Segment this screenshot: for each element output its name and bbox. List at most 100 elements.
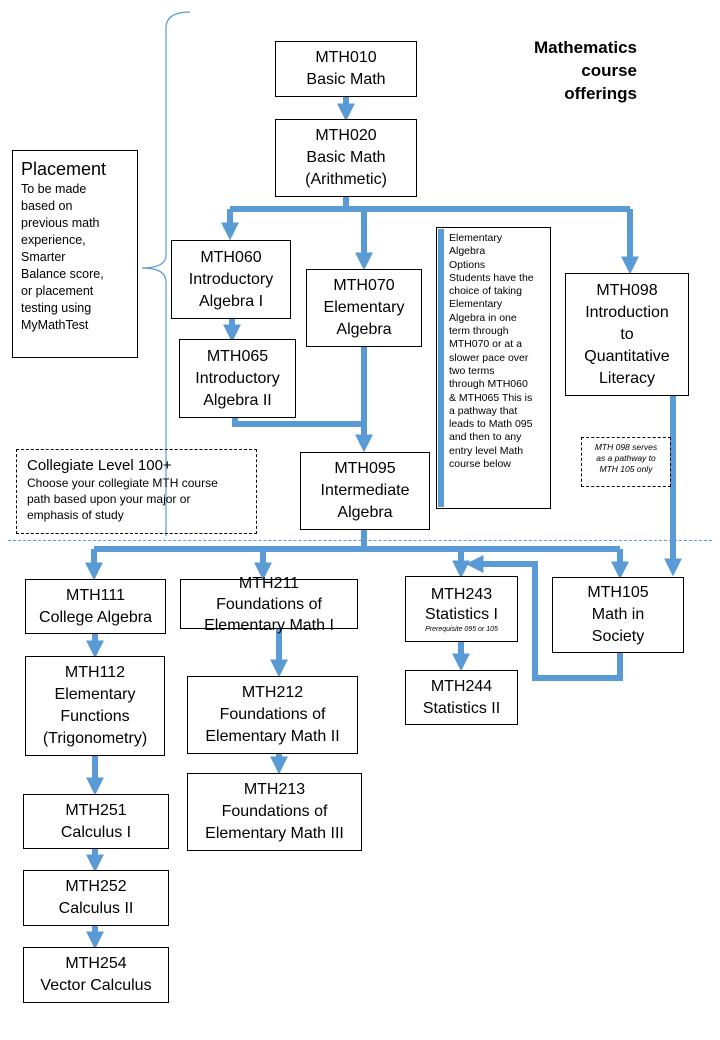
note-line: course below [449,458,511,471]
bus-020 [230,197,349,212]
course-title: Functions [60,708,130,725]
course-title: College Algebra [39,608,152,626]
course-code: MTH095 [334,460,396,477]
course-mth252: MTH252 Calculus II [23,870,169,926]
course-code: MTH213 [243,781,306,798]
course-title: Algebra I [198,292,264,310]
elementary-algebra-options-note: Elementary Algebra Options Students have… [436,227,551,509]
collegiate-line: path based upon your major or [27,492,191,506]
course-title: Foundations of [219,706,326,723]
course-mth111: MTH111 College Algebra [25,579,166,634]
note-line: Elementary [449,232,503,244]
course-title: Introductory [195,369,280,387]
course-mth112: MTH112 Elementary Functions (Trigonometr… [25,656,165,756]
collegiate-line: emphasis of study [27,508,124,522]
course-title: Elementary Math I [204,616,334,634]
note-line: two terms [449,364,495,377]
placement-heading: Placement [21,159,107,179]
page-title: Mathematics course offerings [534,36,637,105]
collegiate-line: Choose your collegiate MTH course [27,476,218,490]
note-line: MTH 098 serves [594,442,658,452]
note-line: as a pathway to [596,453,656,463]
course-mth060: MTH060 Introductory Algebra I [171,240,291,319]
course-title: Vector Calculus [40,977,152,994]
course-code: MTH060 [200,248,262,266]
course-title: Elementary Math II [205,728,340,745]
course-code: MTH111 [66,586,125,604]
course-mth020: MTH020 Basic Math (Arithmetic) [275,119,417,197]
course-title: Basic Math [306,149,386,166]
course-code: MTH020 [315,127,377,144]
course-title: Literacy [598,369,656,387]
prerequisite-note: Prerequisite 095 or 105 [425,625,498,633]
note-line: Students have the [449,271,534,284]
placement-line: experience, [21,233,86,247]
course-code: MTH098 [596,281,658,299]
course-title: Elementary Math III [205,825,344,842]
course-mth010: MTH010 Basic Math [275,41,417,97]
course-code: MTH251 [65,801,127,819]
course-code: MTH211 [238,574,300,592]
course-code: MTH254 [65,955,127,972]
note-line: and then to any [449,431,522,444]
placement-bracket [141,11,191,536]
note-accent-bar [438,229,444,507]
course-title: Intermediate [320,482,410,499]
course-mth105: MTH105 Math in Society [552,577,684,653]
course-code: MTH212 [241,684,304,701]
course-title: Elementary [54,686,136,703]
placement-line: or placement [21,284,94,298]
note-line: choice of taking [449,285,522,298]
placement-line: MyMathTest [21,318,89,332]
course-title: Society [591,628,645,645]
note-line: Options [449,258,486,271]
placement-line: Balance score, [21,267,104,281]
course-title: Algebra II [203,391,272,409]
course-mth251: MTH251 Calculus I [23,794,169,849]
course-mth065: MTH065 Introductory Algebra II [179,339,296,418]
course-title: (Trigonometry) [42,730,148,747]
course-code: MTH065 [206,347,269,365]
course-mth211: MTH211 Foundations of Elementary Math I [180,575,358,634]
course-mth244: MTH244 Statistics II [405,670,518,725]
course-title: Calculus II [58,900,134,917]
course-code: MTH070 [333,277,395,294]
placement-line: Smarter [21,250,66,264]
course-mth070: MTH070 Elementary Algebra [306,269,422,347]
course-title: Statistics II [422,699,501,717]
collegiate-heading: Collegiate Level 100+ [27,457,172,474]
course-code: MTH112 [64,664,126,681]
course-title: Algebra [336,321,392,338]
course-title: Calculus I [60,823,132,841]
note-line: a pathway that [449,404,518,417]
placement-line: To be made [21,182,87,196]
course-title: Introductory [188,270,274,288]
note-line: Algebra [449,245,486,258]
course-mth213: MTH213 Foundations of Elementary Math II… [187,773,362,851]
course-mth243: MTH243 Statistics I Prerequisite 095 or … [405,576,518,642]
note-line: MTH070 or at a [449,338,522,351]
note-line: Elementary [449,298,503,311]
note-line: entry level Math [449,444,524,457]
loop-105-243 [465,555,623,681]
course-title: to [620,325,634,343]
note-line: slower pace over [449,351,529,364]
course-code: MTH244 [430,677,493,695]
note-line: leads to Math 095 [449,418,533,431]
course-mth095: MTH095 Intermediate Algebra [300,452,430,530]
course-title: (Arithmetic) [305,171,387,188]
collegiate-divider [8,540,712,541]
course-code: MTH252 [65,878,127,895]
title-line-3: offerings [564,84,637,103]
title-line-1: Mathematics [534,38,637,57]
placement-line: testing using [21,301,92,315]
note-line: Algebra in one [449,311,517,324]
course-mth254: MTH254 Vector Calculus [23,947,169,1003]
collegiate-note: Collegiate Level 100+ Choose your colleg… [16,449,257,534]
title-line-2: course [581,61,637,80]
note-line: & MTH065 This is [449,391,533,404]
note-line: MTH 105 only [599,464,653,474]
mth098-pathway-note: MTH 098 serves as a pathway to MTH 105 o… [581,437,671,487]
placement-line: previous math [21,216,100,230]
